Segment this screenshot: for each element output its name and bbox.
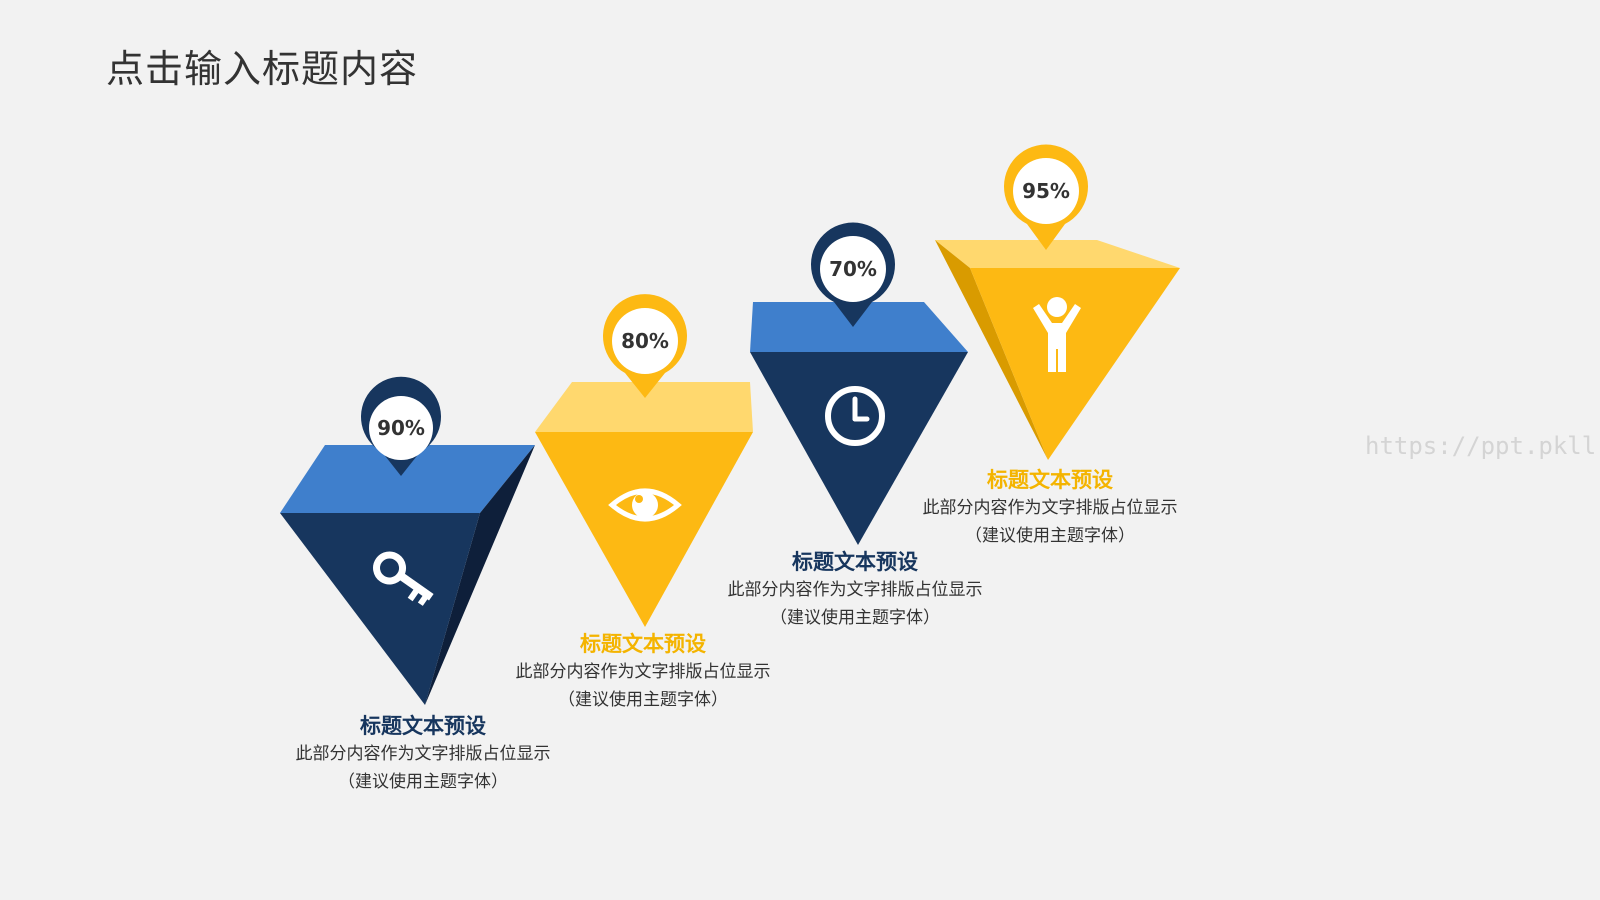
pyramid-4-side-face	[935, 240, 1048, 460]
pin-3-badge	[820, 236, 886, 302]
pin-2-percent: 80%	[621, 329, 669, 353]
pin-2-badge	[612, 308, 678, 374]
page-title[interactable]: 点击输入标题内容	[106, 47, 419, 91]
step-4-title[interactable]: 标题文本预设	[987, 467, 1113, 492]
step-4-note[interactable]: （建议使用主题字体）	[965, 526, 1135, 546]
watermark-text: https://ppt.pkll.de	[1365, 432, 1600, 460]
step-2-caption: 标题文本预设 此部分内容作为文字排版占位显示 （建议使用主题字体）	[473, 630, 813, 714]
step-1-caption: 标题文本预设 此部分内容作为文字排版占位显示 （建议使用主题字体）	[253, 712, 593, 796]
person-icon	[1033, 297, 1081, 372]
key-icon	[373, 551, 434, 606]
percent-pin-1[interactable]: 90%	[360, 376, 441, 476]
pyramid-step-1[interactable]	[280, 445, 535, 705]
eye-icon	[608, 488, 682, 522]
pyramid-step-2[interactable]	[535, 382, 753, 627]
step-1-title[interactable]: 标题文本预设	[360, 713, 486, 738]
percent-pin-2[interactable]: 80%	[603, 294, 688, 398]
clock-icon	[825, 386, 885, 446]
percent-pin-3[interactable]: 70%	[811, 222, 896, 327]
step-1-description[interactable]: 此部分内容作为文字排版占位显示	[295, 744, 551, 764]
pyramid-3-front-face	[750, 352, 968, 545]
pin-4-badge	[1013, 158, 1079, 224]
step-1-note[interactable]: （建议使用主题字体）	[338, 772, 508, 792]
pin-4-percent: 95%	[1022, 179, 1070, 203]
pyramid-2-top-face	[535, 382, 753, 432]
pin-1-percent: 90%	[377, 416, 425, 440]
pyramid-1-top-face	[280, 445, 535, 513]
pyramid-4-front-face	[970, 268, 1180, 460]
step-2-note[interactable]: （建议使用主题字体）	[558, 690, 728, 710]
pyramid-2-front-face	[535, 432, 753, 627]
step-2-title[interactable]: 标题文本预设	[580, 631, 706, 656]
pyramid-step-3[interactable]	[750, 302, 968, 545]
step-4-caption: 标题文本预设 此部分内容作为文字排版占位显示 （建议使用主题字体）	[880, 466, 1220, 550]
step-2-description[interactable]: 此部分内容作为文字排版占位显示	[515, 662, 771, 682]
pyramid-4-top-face	[935, 240, 1180, 268]
step-3-description[interactable]: 此部分内容作为文字排版占位显示	[727, 580, 983, 600]
pin-3-percent: 70%	[829, 257, 877, 281]
percent-pin-4[interactable]: 95%	[1003, 144, 1088, 250]
step-3-caption: 标题文本预设 此部分内容作为文字排版占位显示 （建议使用主题字体）	[685, 548, 1025, 632]
pyramid-3-top-face	[750, 302, 968, 352]
pyramid-1-front-face	[280, 513, 480, 705]
step-3-title[interactable]: 标题文本预设	[792, 549, 918, 574]
step-4-description[interactable]: 此部分内容作为文字排版占位显示	[922, 498, 1178, 518]
step-3-note[interactable]: （建议使用主题字体）	[770, 608, 940, 628]
pyramid-step-4[interactable]	[935, 240, 1180, 460]
pin-1-badge	[369, 396, 433, 460]
pyramid-1-side-face	[425, 445, 535, 705]
